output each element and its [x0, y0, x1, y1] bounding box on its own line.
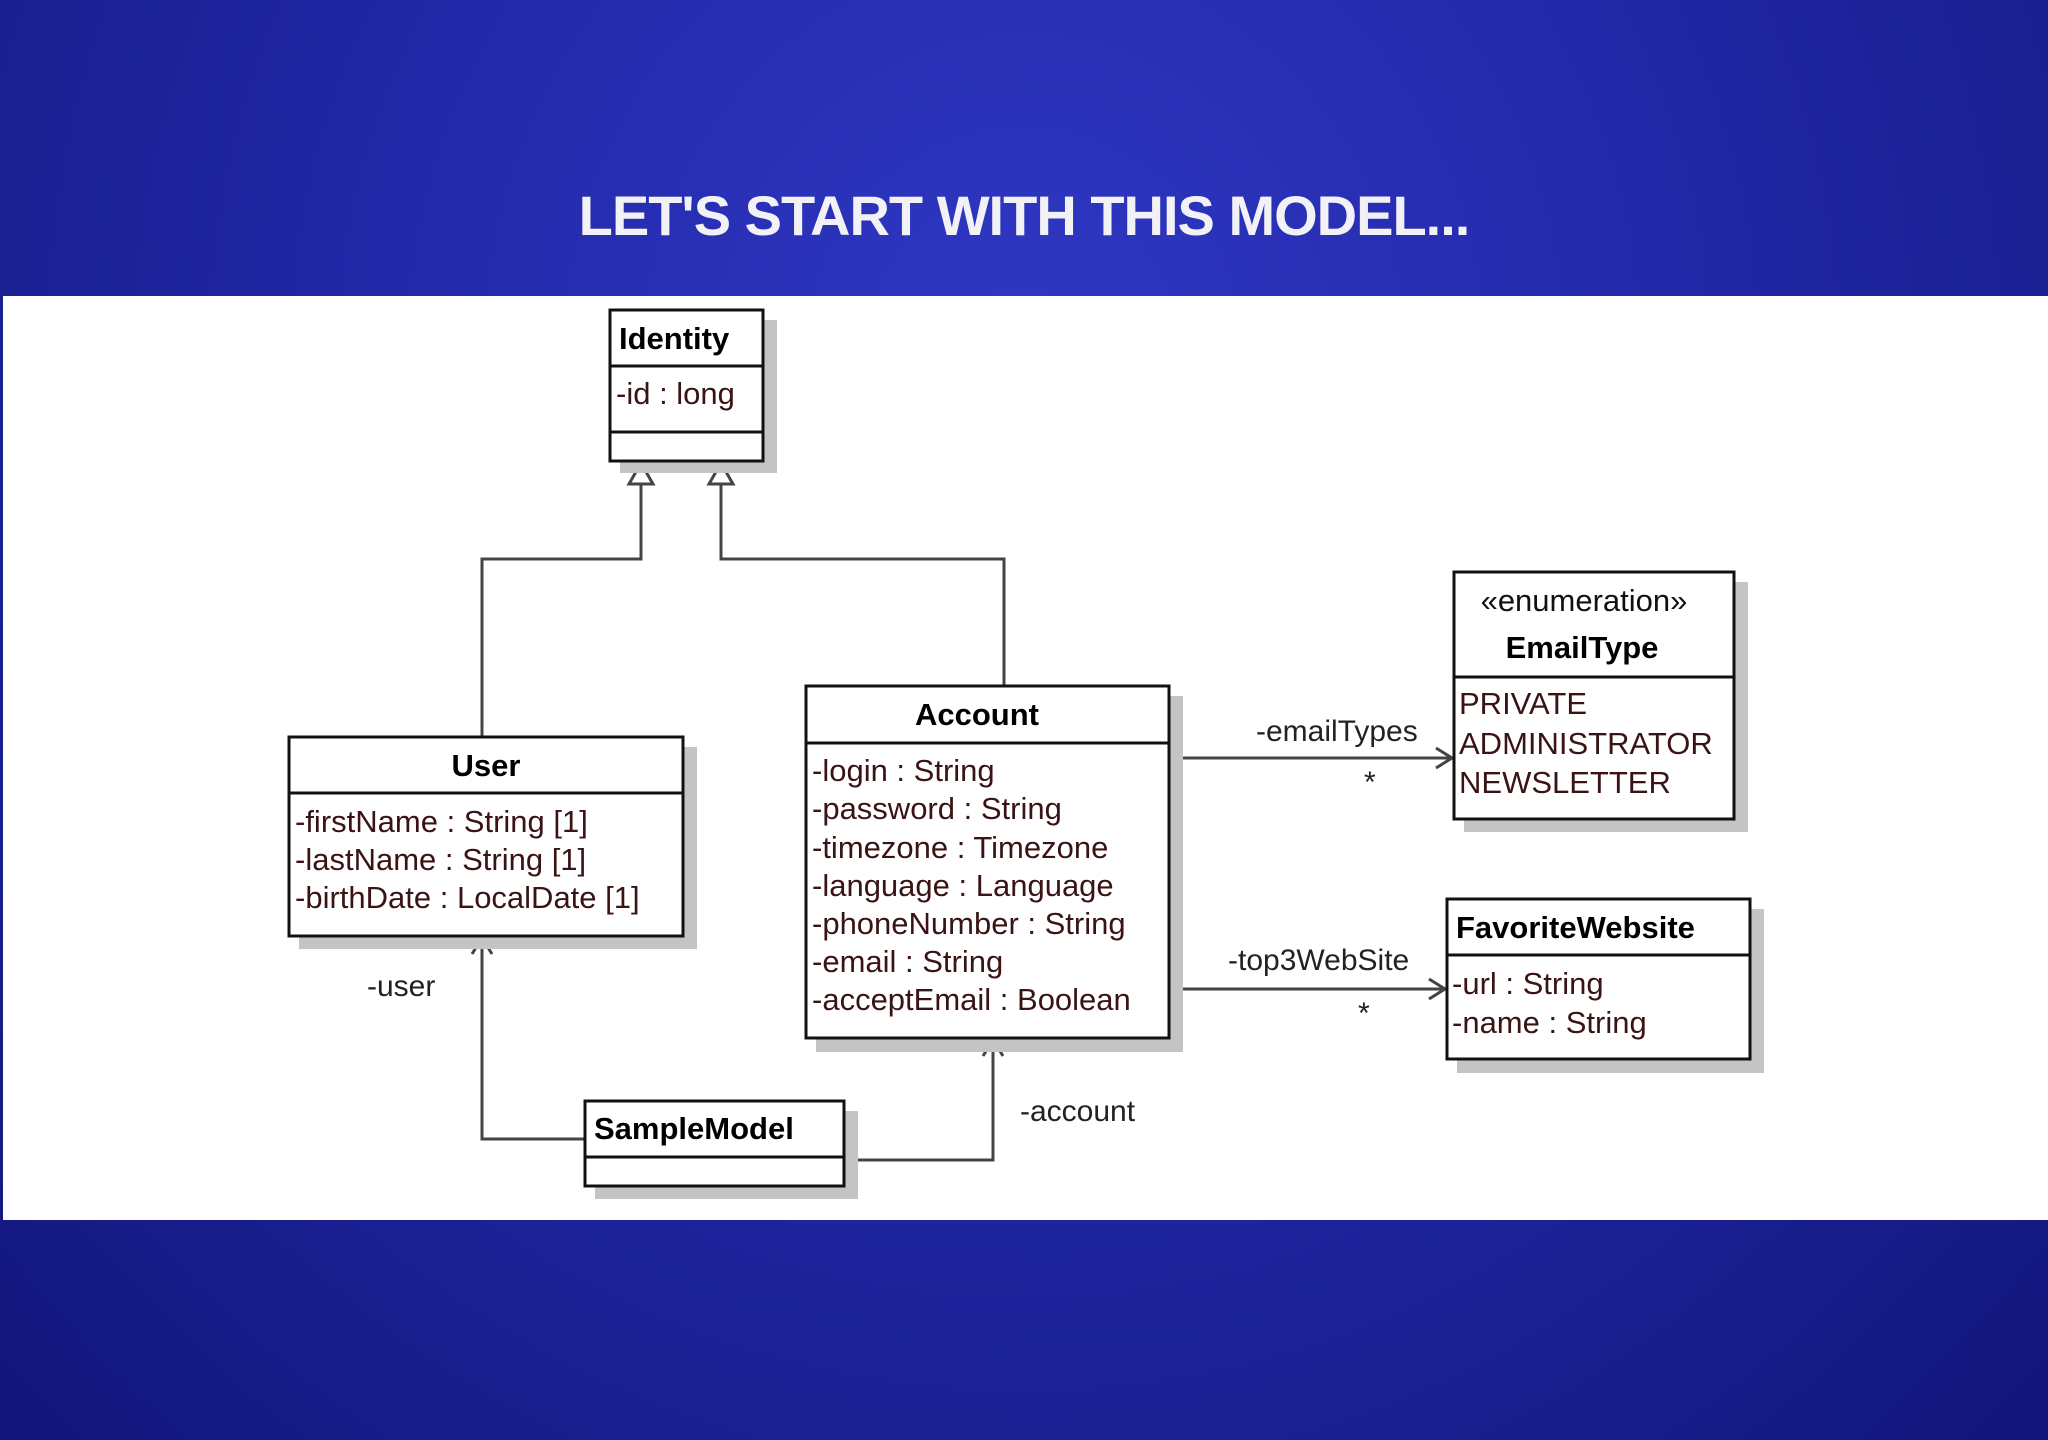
enum-literal: PRIVATE [1459, 686, 1587, 721]
attribute: -acceptEmail : Boolean [812, 982, 1131, 1017]
class-name: Identity [619, 321, 730, 356]
class-sample-model[interactable]: SampleModel [583, 1099, 858, 1199]
class-name: User [452, 748, 521, 783]
enum-literal: NEWSLETTER [1459, 765, 1671, 800]
class-name: EmailType [1506, 630, 1659, 665]
stereotype-label: «enumeration» [1481, 583, 1688, 618]
attribute: -timezone : Timezone [812, 830, 1108, 865]
role-label-top3-website: -top3WebSite [1228, 944, 1409, 977]
class-favorite-website[interactable]: FavoriteWebsite -url : String -name : St… [1445, 897, 1764, 1073]
attribute: -password : String [812, 791, 1062, 826]
attribute: -firstName : String [1] [295, 804, 588, 839]
slide-title: LET'S START WITH THIS MODEL... [578, 184, 1471, 247]
role-label-account: -account [1020, 1095, 1136, 1128]
role-label-email-types: -emailTypes [1256, 715, 1418, 748]
association-user: -user [367, 935, 585, 1141]
open-arrow-icon [1428, 977, 1448, 1001]
class-name: SampleModel [594, 1111, 794, 1146]
multiplicity-label: * [1364, 766, 1376, 799]
class-identity[interactable]: Identity -id : long [608, 308, 777, 473]
attribute: -url : String [1452, 966, 1604, 1001]
generalization-user-identity [480, 459, 656, 737]
generalization-arrow-icon [706, 459, 736, 486]
role-label-user: -user [367, 970, 435, 1003]
class-user[interactable]: User -firstName : String [1] -lastName :… [287, 735, 697, 949]
class-account[interactable]: Account -login : String -password : Stri… [804, 684, 1183, 1052]
attribute: -name : String [1452, 1005, 1647, 1040]
class-name: Account [915, 697, 1039, 732]
attribute: -birthDate : LocalDate [1] [295, 880, 640, 915]
open-arrow-icon [1435, 746, 1455, 770]
attribute: -phoneNumber : String [812, 906, 1126, 941]
multiplicity-label: * [1358, 997, 1370, 1030]
attribute: -language : Language [812, 868, 1114, 903]
attribute: -email : String [812, 944, 1003, 979]
enum-literal: ADMINISTRATOR [1459, 726, 1713, 761]
association-top3-website: -top3WebSite * [1169, 944, 1448, 1030]
generalization-arrow-icon [626, 459, 656, 486]
attribute: -login : String [812, 753, 995, 788]
association-account: -account [844, 1037, 1136, 1162]
association-email-types: -emailTypes * [1169, 715, 1455, 799]
enum-email-type[interactable]: «enumeration» EmailType PRIVATE ADMINIST… [1452, 570, 1748, 832]
generalization-account-identity [706, 459, 1006, 686]
class-name: FavoriteWebsite [1456, 910, 1695, 945]
attribute: -id : long [616, 376, 735, 411]
attribute: -lastName : String [1] [295, 842, 586, 877]
